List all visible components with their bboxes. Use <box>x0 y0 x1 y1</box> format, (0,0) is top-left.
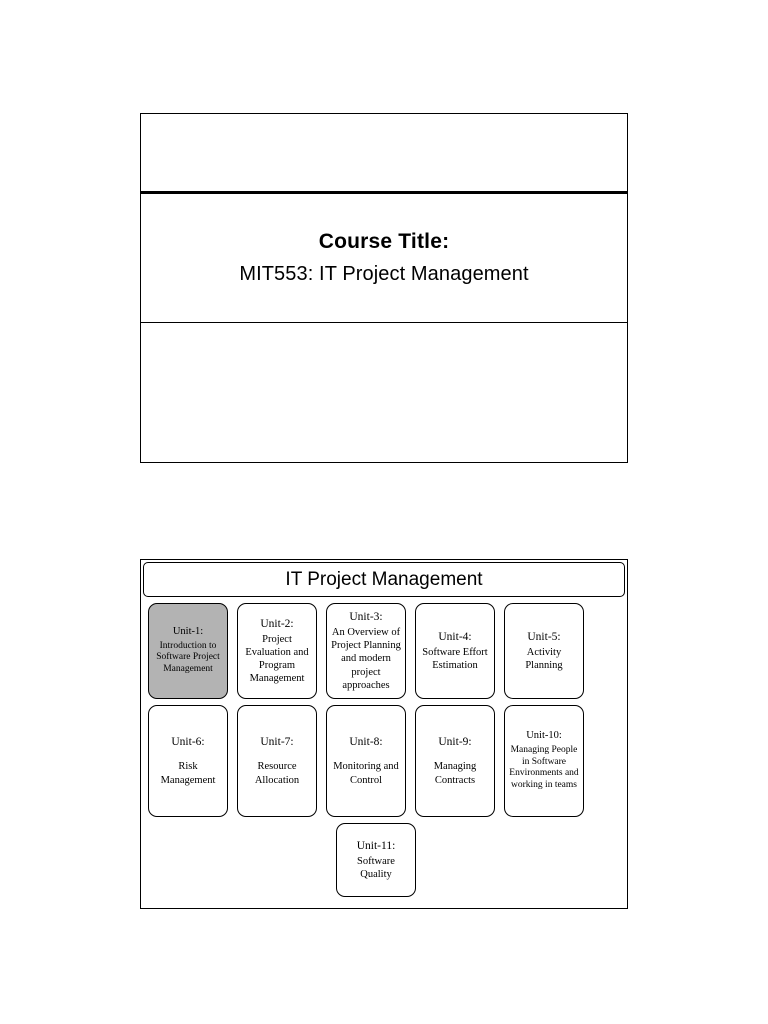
units-slide: IT Project Management Unit-1: Introductio… <box>140 559 628 909</box>
title-slide-top-band <box>141 114 627 194</box>
unit-card-label: Unit-10: <box>526 729 562 741</box>
unit-card[interactable]: Unit-4: Software Effort Estimation <box>415 603 495 699</box>
unit-card-description: Monitoring and Control <box>333 761 399 786</box>
unit-card[interactable]: Unit-1: Introduction to Software Project … <box>148 603 228 699</box>
unit-card-description: Project Evaluation and Program Managemen… <box>245 633 309 685</box>
unit-card-label: Unit-9: <box>438 736 472 749</box>
unit-card-label: Unit-2: <box>260 617 294 630</box>
unit-card[interactable]: Unit-2: Project Evaluation and Program Ma… <box>237 603 317 699</box>
units-row: Unit-1: Introduction to Software Project … <box>145 603 623 699</box>
course-code-title: MIT553: IT Project Management <box>239 263 529 285</box>
unit-card-label: Unit-11: <box>356 839 396 852</box>
unit-card-description: Managing People in Software Environments… <box>509 744 579 791</box>
unit-card[interactable]: Unit-10: Managing People in Software Envi… <box>504 705 584 817</box>
unit-card-label: Unit-3: <box>349 611 383 624</box>
unit-card-label: Unit-6: <box>171 736 205 749</box>
unit-card-description: Software Quality <box>357 855 395 880</box>
units-grid: Unit-1: Introduction to Software Project … <box>141 597 627 897</box>
title-slide: Course Title: MIT553: IT Project Managem… <box>140 113 628 463</box>
unit-card-label: Unit-7: <box>260 736 294 749</box>
title-slide-bottom-band <box>141 323 627 461</box>
units-row: Unit-11: Software Quality <box>145 823 623 897</box>
unit-card-description: An Overview of Project Planning and mode… <box>331 627 401 691</box>
unit-card[interactable]: Unit-6: Risk Management <box>148 705 228 817</box>
units-slide-header: IT Project Management <box>143 562 625 597</box>
unit-card[interactable]: Unit-11: Software Quality <box>336 823 416 897</box>
units-row: Unit-6: Risk Management Unit-7: Resource Al… <box>145 705 623 817</box>
course-title-label: Course Title: <box>318 230 450 253</box>
unit-card-label: Unit-4: <box>438 630 472 643</box>
unit-card[interactable]: Unit-5: Activity Planning <box>504 603 584 699</box>
unit-card-description: Introduction to Software Project Managem… <box>156 640 220 675</box>
units-slide-title: IT Project Management <box>285 568 483 590</box>
unit-card-description: Resource Allocation <box>254 761 300 786</box>
unit-card-label: Unit-8: <box>349 736 383 749</box>
unit-card[interactable]: Unit-3: An Overview of Project Planning a… <box>326 603 406 699</box>
title-slide-text-band: Course Title: MIT553: IT Project Managem… <box>141 194 627 323</box>
unit-card-description: Activity Planning <box>525 646 563 671</box>
unit-card-label: Unit-1: <box>172 625 204 637</box>
unit-card-description: Risk Management <box>160 761 216 786</box>
unit-card[interactable]: Unit-7: Resource Allocation <box>237 705 317 817</box>
unit-card[interactable]: Unit-8: Monitoring and Control <box>326 705 406 817</box>
unit-card-label: Unit-5: <box>527 630 561 643</box>
unit-card-description: Managing Contracts <box>433 761 477 786</box>
unit-card-description: Software Effort Estimation <box>422 646 488 671</box>
unit-card[interactable]: Unit-9: Managing Contracts <box>415 705 495 817</box>
